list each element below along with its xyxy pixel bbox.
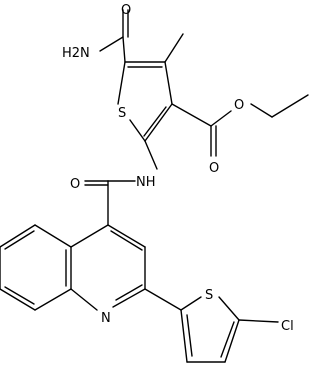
bond xyxy=(122,36,126,63)
nh-label: NH xyxy=(136,175,156,190)
molecule-structure-diagram: H2N O S O O NH O N S Cl xyxy=(0,3,309,363)
bond xyxy=(218,296,240,321)
bond xyxy=(112,288,146,308)
bond xyxy=(110,230,143,251)
bond xyxy=(271,94,309,118)
quinoline-nitrogen-label: N xyxy=(101,311,111,326)
bond xyxy=(144,103,173,142)
amide-oxygen-label: O xyxy=(121,3,131,18)
thiophene-2-sulfur-label: S xyxy=(205,288,213,303)
bond xyxy=(164,33,184,63)
bond xyxy=(180,296,202,311)
bond xyxy=(220,321,235,358)
ester-carbonyl-oxygen-label: O xyxy=(209,161,219,176)
bond xyxy=(250,103,273,118)
atom-labels: H2N O S O O NH O N S Cl xyxy=(62,3,294,334)
bond xyxy=(224,319,240,363)
amide-carbonyl-oxygen-label: O xyxy=(70,177,80,192)
bond xyxy=(70,224,109,248)
ester-ether-oxygen-label: O xyxy=(234,98,244,113)
amide-nh2-label: H2N xyxy=(62,46,90,61)
bond xyxy=(180,309,188,363)
bond xyxy=(99,36,124,52)
bond xyxy=(144,140,158,170)
bond xyxy=(34,288,72,311)
molecule-structure-canvas: H2N O S O O NH O N S Cl xyxy=(0,3,309,363)
bond xyxy=(34,224,72,248)
bond xyxy=(70,288,98,311)
bond xyxy=(164,61,173,105)
bond xyxy=(186,314,193,357)
bond xyxy=(238,319,279,323)
chlorine-label: Cl xyxy=(281,319,294,334)
bond xyxy=(171,103,212,127)
bond xyxy=(4,230,35,250)
bond xyxy=(117,61,126,105)
bond xyxy=(4,286,35,305)
bond xyxy=(0,288,36,311)
bond xyxy=(0,224,36,248)
bond xyxy=(129,119,146,142)
bond xyxy=(143,106,167,137)
bond xyxy=(107,224,146,248)
bond xyxy=(210,110,232,127)
bond-lines xyxy=(0,9,309,363)
thiophene-sulfur-label: S xyxy=(118,106,126,121)
bond xyxy=(115,284,143,301)
bond xyxy=(144,288,182,311)
